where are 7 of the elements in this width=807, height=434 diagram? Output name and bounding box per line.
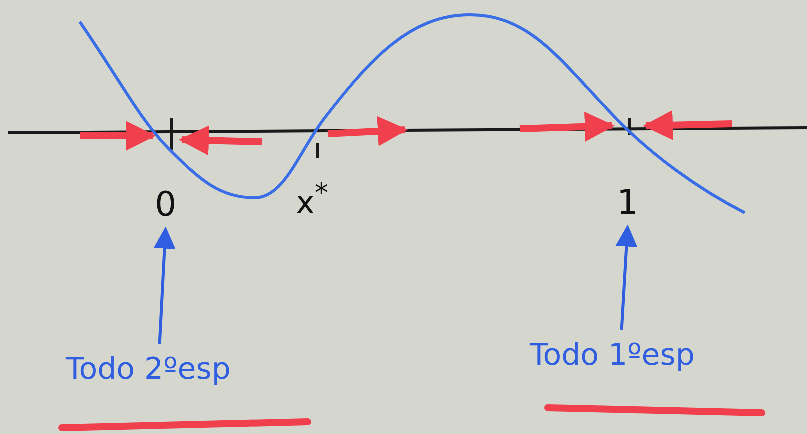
point-label: 1 [617, 183, 639, 223]
arrow [154, 226, 176, 344]
note-text: Todo 2ºesp [66, 352, 231, 387]
arrow [616, 224, 638, 330]
point-label: 0 [155, 185, 177, 225]
point-label: x$^{*}$ [296, 178, 328, 222]
note-text: Todo 1ºesp [530, 338, 695, 373]
